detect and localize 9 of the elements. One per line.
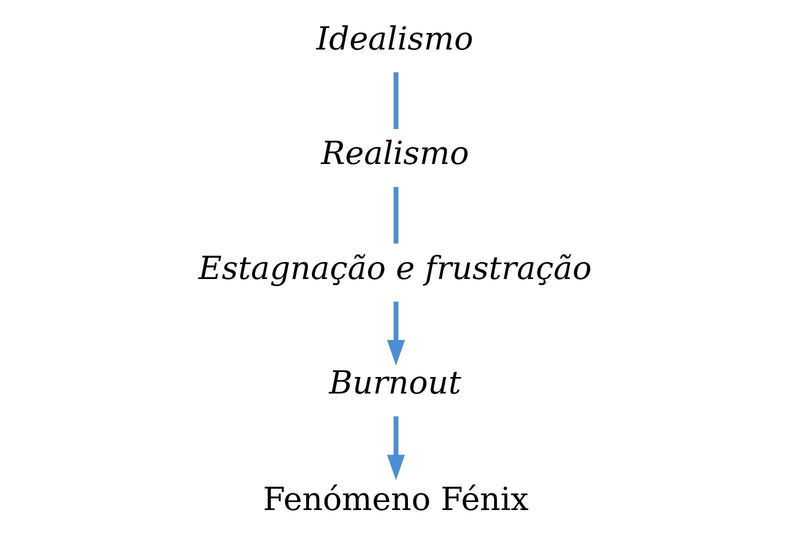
connector: [394, 72, 398, 129]
node-text: Fenómeno Fénix: [263, 480, 529, 518]
arrow: [387, 302, 405, 366]
node-text: Burnout: [329, 364, 462, 402]
node-text: Idealismo: [316, 20, 474, 58]
node-text: Realismo: [321, 134, 470, 172]
arrow: [387, 416, 405, 480]
connector: [394, 186, 398, 244]
node-text: Estagnação e frustração: [198, 248, 592, 287]
